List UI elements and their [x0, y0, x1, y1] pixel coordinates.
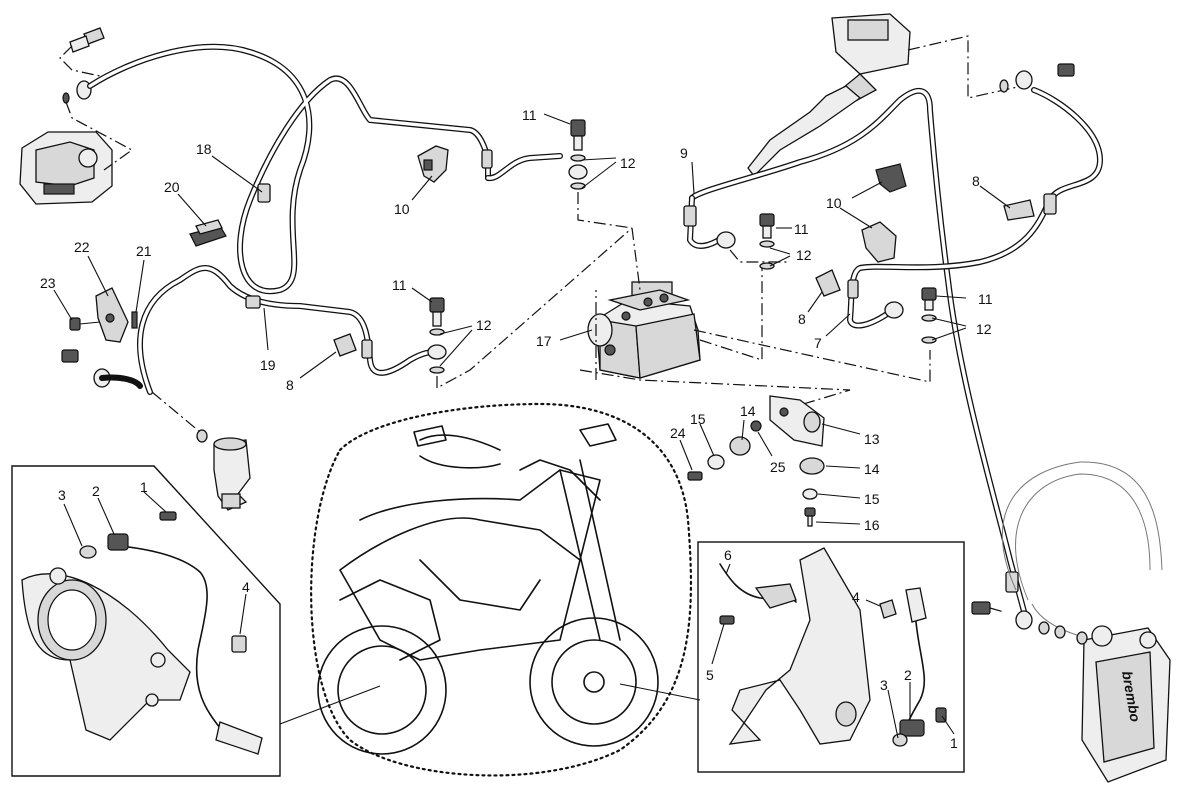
label-10-front: 10	[826, 195, 842, 211]
label-15-right: 15	[864, 491, 880, 507]
abs-modulator-17	[587, 281, 701, 379]
label-2: 2	[92, 483, 100, 499]
label-16: 16	[864, 517, 880, 533]
spacer-15-right	[802, 488, 818, 500]
front-brake-caliper: brembo	[1081, 625, 1171, 783]
label-15-left: 15	[690, 411, 706, 427]
clip-20	[189, 219, 227, 247]
label-6: 6	[724, 547, 732, 563]
label-20: 20	[164, 179, 180, 195]
rear-caliper-banjo-bolt	[62, 27, 105, 104]
label-14-left: 14	[740, 403, 756, 419]
brake-hose-7	[847, 87, 1103, 329]
abs-bracket-13	[769, 395, 825, 447]
label-12-front-left: 12	[796, 247, 812, 263]
label-19: 19	[260, 357, 276, 373]
label-3: 3	[58, 487, 66, 503]
front-master-cylinder	[747, 13, 911, 177]
label-4: 4	[242, 579, 250, 595]
banjo-bolt-11-front-left	[716, 213, 775, 270]
hose-clip-10-front-b	[861, 221, 897, 263]
label-4-inset-right: 4	[852, 589, 860, 605]
inset-rear-sensor	[11, 465, 281, 777]
label-11-mid: 11	[392, 277, 407, 293]
hose-clip-8-left	[333, 333, 357, 357]
banjo-bolt-front-right-top	[999, 63, 1075, 93]
inset-front-sensor	[697, 541, 965, 773]
label-11-front-right: 11	[978, 291, 993, 307]
label-12-upper: 12	[620, 155, 636, 171]
banjo-bolt-11-upper	[568, 119, 633, 229]
label-7: 7	[814, 335, 822, 351]
hose-clip-10-front-a	[875, 163, 907, 193]
rear-master-cylinder	[213, 437, 251, 511]
leader-lines	[53, 113, 1011, 739]
brake-hose-19	[137, 265, 441, 395]
label-1-inset-right: 1	[950, 735, 958, 751]
label-8-mid: 8	[798, 311, 806, 327]
label-24: 24	[670, 425, 686, 441]
part-number-labels: 1 2 3 4 5 6 7 8 8 8 9 10 10 11 11 11 11 …	[40, 107, 993, 751]
label-14-right: 14	[864, 461, 880, 477]
label-11-upper: 11	[522, 107, 537, 123]
label-11-front-left: 11	[794, 221, 809, 237]
nut-25	[750, 420, 762, 432]
label-1: 1	[140, 479, 148, 495]
hose-clip-10-upper	[417, 145, 449, 183]
label-10-upper: 10	[394, 201, 410, 217]
hose-clip-8-mid-right	[815, 269, 841, 297]
banjo-bolt-11-mid	[427, 297, 447, 374]
label-13: 13	[864, 431, 880, 447]
label-17: 17	[536, 333, 552, 349]
label-23: 23	[40, 275, 56, 291]
bracket-22	[95, 287, 129, 343]
label-8-right: 8	[972, 173, 980, 189]
screw-16	[804, 507, 816, 527]
label-5: 5	[706, 667, 714, 683]
screw-24	[687, 471, 703, 481]
rear-banjo-assembly	[61, 349, 208, 443]
front-caliper-hose-greyed	[1001, 461, 1163, 637]
label-25: 25	[770, 459, 786, 475]
front-caliper-banjo-parts	[971, 601, 1088, 645]
banjo-bolt-11-front-right	[884, 287, 937, 344]
spacer-15-left	[707, 454, 725, 470]
label-12-mid: 12	[476, 317, 492, 333]
brake-hose-9	[683, 87, 1029, 623]
rear-brake-caliper	[19, 131, 113, 205]
hose-clip-8-top-right	[1003, 199, 1035, 221]
rubber-mount-14-right	[799, 457, 825, 475]
screw-23	[69, 317, 101, 331]
pin-21	[131, 311, 138, 329]
label-21: 21	[136, 243, 152, 259]
label-22: 22	[74, 239, 90, 255]
label-18: 18	[196, 141, 212, 157]
brake-hose-18	[87, 43, 563, 295]
label-12-front-right: 12	[976, 321, 992, 337]
motorcycle-overview	[310, 402, 693, 777]
label-8-left: 8	[286, 377, 294, 393]
rubber-mount-14-left	[729, 436, 751, 456]
label-9: 9	[680, 145, 688, 161]
label-3-inset-right: 3	[880, 677, 888, 693]
label-2-inset-right: 2	[904, 667, 912, 683]
